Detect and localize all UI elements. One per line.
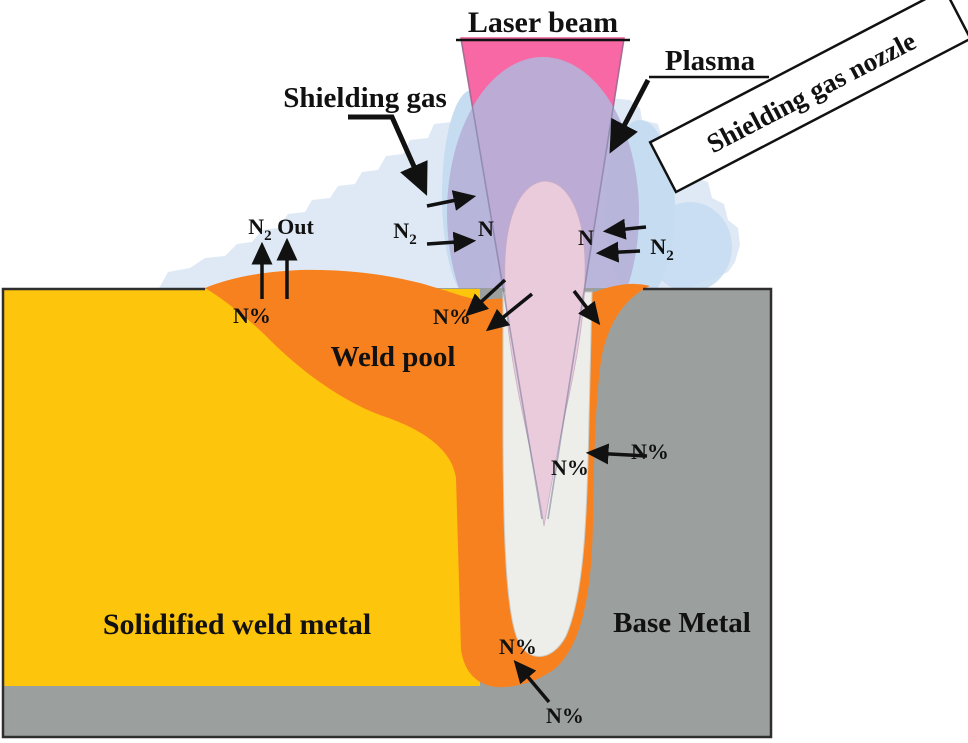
vapor-plume-shape	[504, 180, 586, 527]
absorb-arrow-right	[572, 289, 601, 326]
shielding-gas-inner-lobe-right	[648, 202, 732, 292]
n-percent-bottom-arrow	[513, 659, 551, 704]
n2-left-arrow-2	[426, 231, 477, 253]
n-right-label: N	[578, 225, 594, 250]
plasma-label: Plasma	[665, 45, 756, 77]
n2-left-arrow-1	[426, 190, 477, 211]
n-percent-bottom-outer-label: N%	[546, 703, 584, 728]
base-metal-label: Base Metal	[613, 607, 751, 639]
weld-pool-label: Weld pool	[331, 341, 456, 373]
shielding-gas-nozzle: Shielding gas nozzle	[648, 0, 968, 194]
absorb-arrow-left-2	[485, 292, 534, 332]
n-left-label: N	[478, 216, 494, 241]
shielding-gas-label: Shielding gas	[283, 82, 447, 114]
n2-right-arrow-1	[602, 218, 647, 240]
n-percent-mid-right-label: N%	[631, 439, 669, 464]
n-percent-surface-label: N%	[433, 304, 471, 329]
n-percent-top-left-label: N%	[233, 303, 271, 328]
n2-right-arrow-2	[595, 241, 641, 263]
n-percent-pool-bottom-label: N%	[499, 634, 537, 659]
n-percent-mid-arrow	[585, 443, 648, 465]
laser-beam-edge-left	[460, 38, 543, 520]
absorb-arrow-left-1	[465, 278, 507, 317]
shielding-gas-leader-arrow	[348, 114, 428, 196]
metal-block-border	[1, 287, 773, 739]
plasma-leader-arrow	[609, 78, 651, 154]
n2-out-label: N2 Out	[248, 214, 314, 244]
n-percent-keyhole-label: N%	[551, 455, 589, 480]
n2-left-label: N2	[393, 218, 416, 248]
n2-right-label: N2	[650, 234, 673, 264]
nozzle-body	[648, 0, 968, 194]
solidified-weld-metal-label: Solidified weld metal	[103, 608, 371, 641]
laser-beam-label: Laser beam	[468, 6, 618, 39]
